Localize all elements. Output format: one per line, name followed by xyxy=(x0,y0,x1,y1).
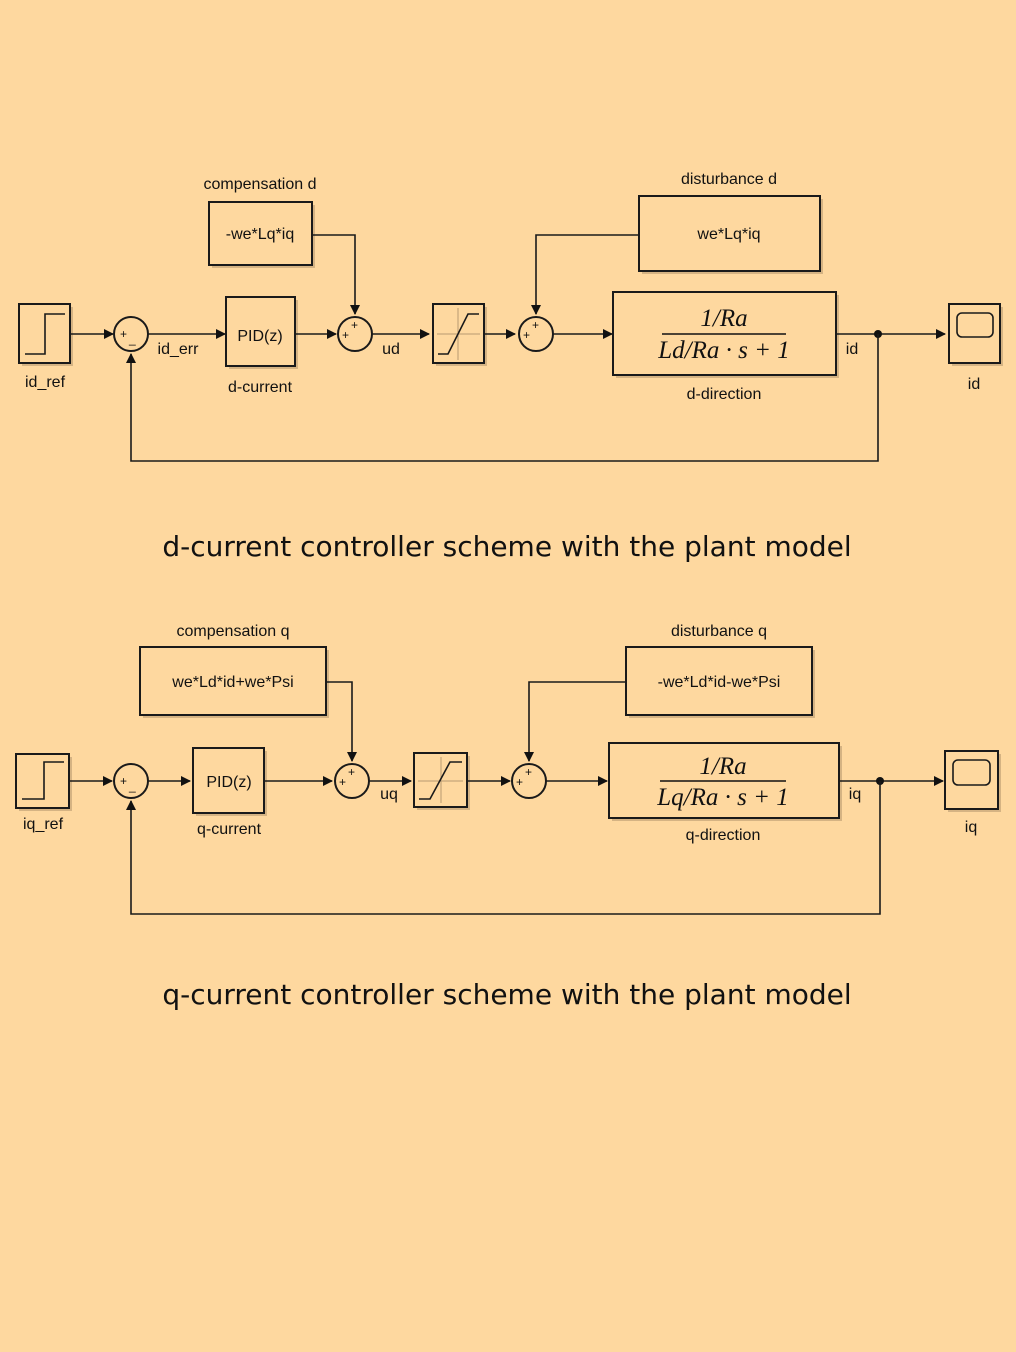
sum-sign: _ xyxy=(128,779,136,793)
compensation-title: compensation d xyxy=(204,176,317,193)
pid-text: PID(z) xyxy=(206,774,251,791)
disturbance-title: disturbance q xyxy=(671,623,767,640)
wire xyxy=(531,234,639,315)
sum-block-disturbance[interactable]: + + xyxy=(518,316,554,352)
sum-sign: + xyxy=(523,328,530,342)
disturbance-expr: -we*Ld*id-we*Psi xyxy=(658,674,781,691)
compensation-expr: -we*Lq*iq xyxy=(226,226,294,243)
output-signal-label: id xyxy=(846,341,858,358)
sum-sign: + xyxy=(120,327,127,341)
figure-caption: d-current controller scheme with the pla… xyxy=(162,530,851,563)
step-icon xyxy=(22,761,64,800)
scope-label: id xyxy=(968,376,980,393)
step-label: iq_ref xyxy=(23,816,64,833)
pid-controller-block[interactable]: PID(z) xyxy=(192,747,267,816)
plant-numerator: 1/Ra xyxy=(699,753,746,780)
sum-sign: _ xyxy=(128,332,136,346)
plant-denominator: Lq/Ra · s + 1 xyxy=(656,784,788,811)
voltage-signal-label: ud xyxy=(382,341,400,358)
sum-sign: + xyxy=(516,775,523,789)
feedback-wire xyxy=(126,334,879,462)
output-signal-label: iq xyxy=(849,786,861,803)
plant-label: d-direction xyxy=(687,386,762,403)
compensation-block[interactable]: we*Ld*id+we*Psi xyxy=(139,646,329,718)
plant-label: q-direction xyxy=(686,827,761,844)
sum-block-disturbance[interactable]: + + xyxy=(511,763,547,799)
error-signal-label: id_err xyxy=(158,341,200,358)
disturbance-block[interactable]: -we*Ld*id-we*Psi xyxy=(625,646,815,718)
disturbance-block[interactable]: we*Lq*iq xyxy=(638,195,823,274)
feedback-wire xyxy=(126,781,881,915)
sum-sign: + xyxy=(120,774,127,788)
sum-sign: + xyxy=(351,318,358,332)
scope-icon xyxy=(952,759,991,786)
step-block-iq-ref[interactable] xyxy=(15,753,72,811)
scope-label: iq xyxy=(965,819,977,836)
sum-sign: + xyxy=(342,328,349,342)
disturbance-title: disturbance d xyxy=(681,171,777,188)
wire xyxy=(326,681,357,762)
sum-block-compensation[interactable]: + + xyxy=(334,763,370,799)
plant-denominator: Ld/Ra · s + 1 xyxy=(657,337,789,364)
sum-sign: + xyxy=(348,765,355,779)
compensation-block[interactable]: -we*Lq*iq xyxy=(208,201,315,268)
compensation-expr: we*Ld*id+we*Psi xyxy=(171,674,293,691)
d-current-diagram: id_ref + _ id_err PID(z) d-current compe… xyxy=(18,171,1003,563)
compensation-title: compensation q xyxy=(177,623,290,640)
scope-icon xyxy=(956,312,994,338)
step-icon xyxy=(25,313,65,355)
step-block-id-ref[interactable] xyxy=(18,303,73,366)
pid-text: PID(z) xyxy=(237,328,282,345)
saturation-block[interactable] xyxy=(432,303,487,366)
voltage-signal-label: uq xyxy=(380,786,398,803)
wire xyxy=(524,681,626,762)
sum-sign: + xyxy=(532,318,539,332)
sum-sign: + xyxy=(525,765,532,779)
q-current-diagram: iq_ref + _ PID(z) q-current compensation… xyxy=(15,623,1001,1011)
pid-controller-block[interactable]: PID(z) xyxy=(225,296,298,369)
figure-caption: q-current controller scheme with the pla… xyxy=(162,978,851,1011)
step-label: id_ref xyxy=(25,374,66,391)
wire xyxy=(312,234,360,315)
plant-transfer-function-block[interactable]: 1/Ra Ld/Ra · s + 1 xyxy=(612,291,839,378)
plant-transfer-function-block[interactable]: 1/Ra Lq/Ra · s + 1 xyxy=(608,742,842,821)
controller-label: q-current xyxy=(197,821,262,838)
scope-block[interactable] xyxy=(944,750,1001,812)
controller-label: d-current xyxy=(228,379,293,396)
sum-block-error[interactable]: + _ xyxy=(113,763,149,799)
plant-numerator: 1/Ra xyxy=(700,305,747,332)
sum-sign: + xyxy=(339,775,346,789)
sum-block-compensation[interactable]: + + xyxy=(337,316,373,352)
disturbance-expr: we*Lq*iq xyxy=(696,226,760,243)
sum-block-error[interactable]: + _ xyxy=(113,316,149,352)
saturation-block[interactable] xyxy=(413,752,470,810)
scope-block[interactable] xyxy=(948,303,1003,366)
